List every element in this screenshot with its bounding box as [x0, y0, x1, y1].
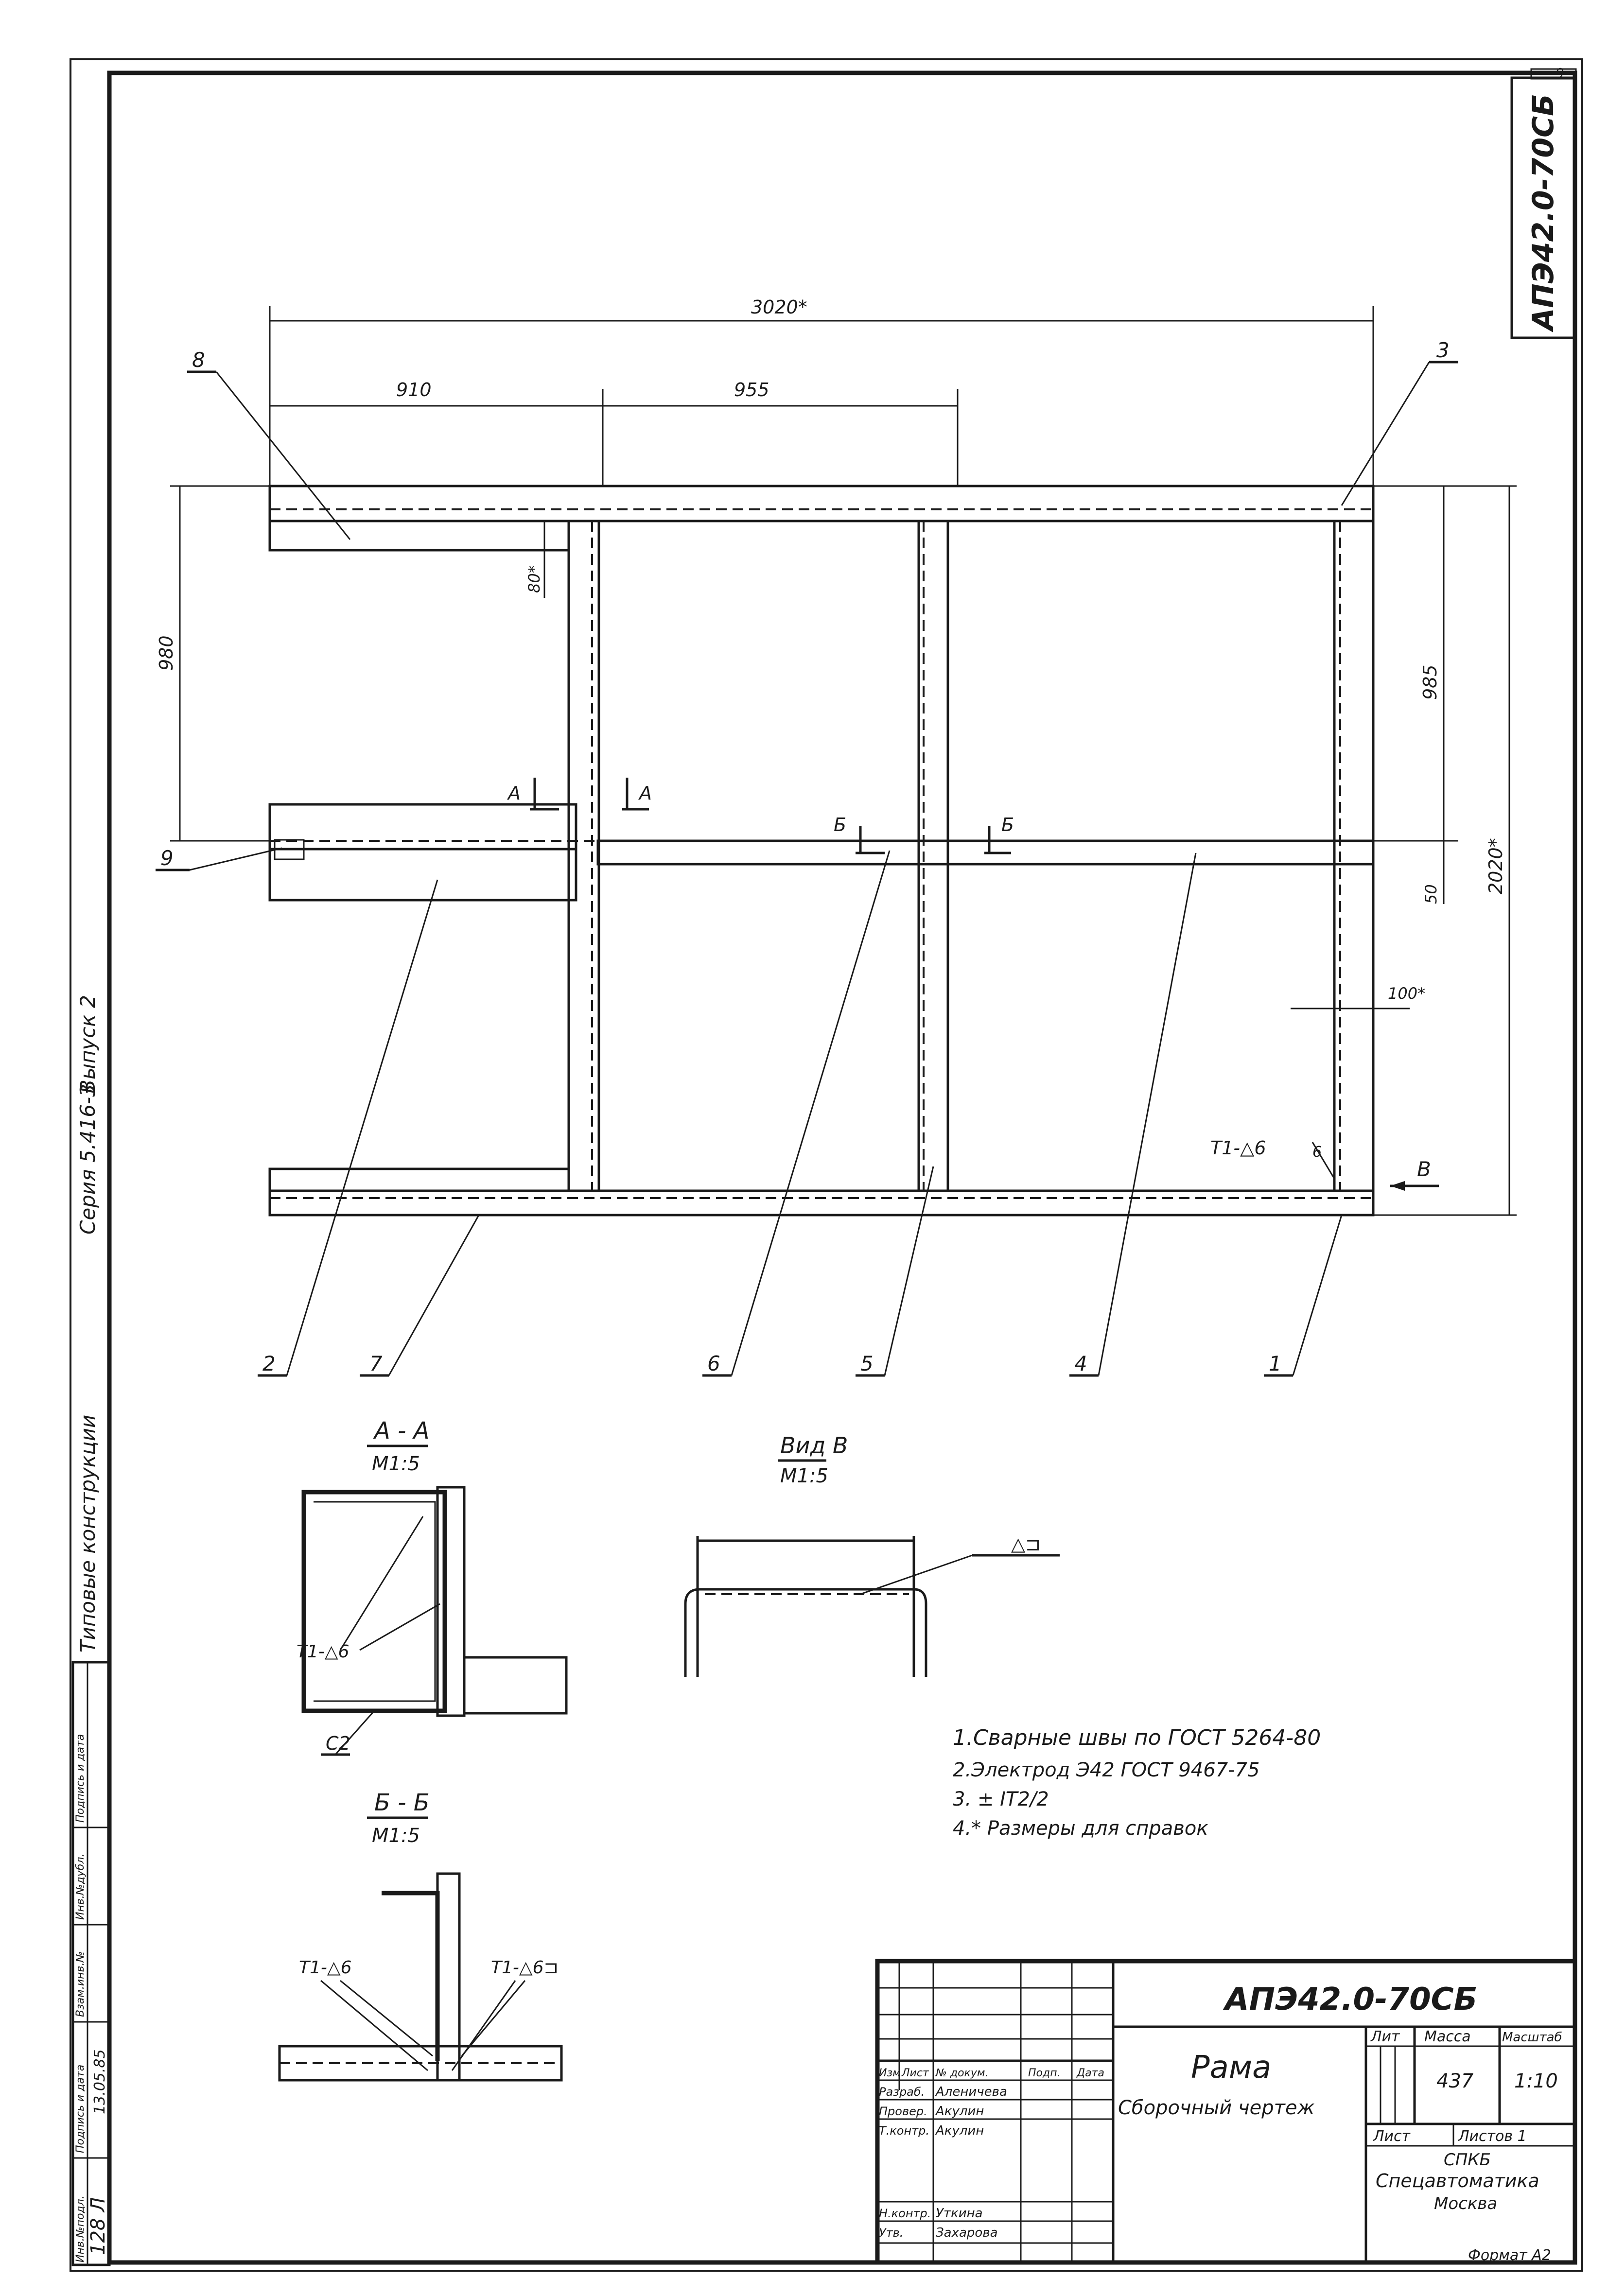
sheet-frame: 9 АПЭ42.0-70СБ [70, 58, 1583, 2272]
stamp-date: 13.05.85 [91, 2049, 108, 2114]
dim-100: 100* [1388, 984, 1425, 1003]
tb-sheets-label: Листов 1 [1458, 2128, 1527, 2145]
dim-50: 50 [1422, 884, 1440, 904]
tb-org-3: Москва [1434, 2194, 1497, 2213]
cut-b-right: Б [1001, 814, 1014, 835]
section-b-b: Б - Б М1:5 Т1-△6 Т1-△6⊐ [278, 1789, 563, 2082]
tb-doc-code: АПЭ42.0-70СБ [1223, 1982, 1477, 2018]
cut-a-left: А [507, 783, 521, 804]
dimensions: 3020* 910 955 980 985 2020* 80* 50 100* [156, 296, 1517, 1216]
view-arrow-label: В [1417, 1157, 1431, 1181]
pos-5: 5 [860, 1352, 874, 1375]
dim-80: 80* [525, 565, 543, 593]
position-callouts: 8 3 9 2 7 6 5 4 1 [156, 338, 1458, 1377]
stamp-header-1: Инв.№подл. [74, 2195, 87, 2262]
aa-scale: М1:5 [372, 1453, 420, 1475]
tb-col-doc: № докум. [935, 2067, 988, 2079]
side-labels: Типовые конструкции Серия 5.416-3 Выпуск… [76, 995, 100, 1652]
note-3: 3. ± IТ2/2 [953, 1788, 1049, 1810]
bb-scale: М1:5 [372, 1825, 420, 1847]
cut-a-right: А [638, 783, 652, 804]
pos-6: 6 [707, 1352, 720, 1375]
tb-org-1: СПКБ [1444, 2150, 1491, 2170]
tb-person-4: Уткина [936, 2206, 983, 2221]
weld-num-main: 6 [1312, 1144, 1322, 1161]
title-block: Изм Лист № докум. Подп. Дата Разраб. Але… [875, 1959, 1577, 2265]
technical-notes: 1.Сварные швы по ГОСТ 5264-80 2.Электрод… [953, 1725, 1321, 1840]
pos-3: 3 [1436, 338, 1450, 362]
tb-person-2: Акулин [935, 2104, 984, 2119]
dim-seg-left: 910 [396, 379, 432, 400]
tb-person-5: Захарова [936, 2226, 998, 2240]
tb-role-2: Провер. [879, 2105, 927, 2118]
aa-c2: С2 [326, 1733, 350, 1754]
bb-weld-right: Т1-△6⊐ [491, 1958, 559, 1978]
pos-2: 2 [262, 1352, 276, 1375]
tb-mass-label: Масса [1424, 2028, 1471, 2045]
vid-scale: М1:5 [780, 1465, 828, 1487]
pos-9: 9 [160, 846, 174, 870]
pos-7: 7 [369, 1352, 383, 1375]
view-v: Вид В М1:5 △⊐ [684, 1432, 1060, 1677]
dim-total-height: 2020* [1485, 838, 1506, 894]
section-a-a: А - А М1:5 Т1-△6 С2 [297, 1417, 568, 1756]
note-4: 4.* Размеры для справок [953, 1817, 1208, 1840]
stamp-header-4: Инв.№дубл. [74, 1853, 87, 1920]
side-issue: Выпуск 2 [76, 995, 100, 1094]
dim-right-height: 985 [1419, 664, 1441, 700]
dim-seg-mid: 955 [734, 379, 769, 400]
tb-format: Формат А2 [1468, 2247, 1551, 2264]
tb-scale: 1:10 [1514, 2070, 1558, 2092]
note-1: 1.Сварные швы по ГОСТ 5264-80 [953, 1725, 1321, 1750]
tb-sheet-label: Лист [1373, 2128, 1411, 2145]
tb-name: Рама [1191, 2050, 1271, 2086]
corner-doc-code: АПЭ42.0-70СБ [1526, 94, 1560, 332]
weld-label-main: Т1-△6 [1210, 1137, 1266, 1159]
cut-b-left: Б [834, 814, 846, 835]
aa-title: А - А [373, 1417, 430, 1444]
bb-weld-left: Т1-△6 [299, 1958, 351, 1978]
tb-mass: 437 [1436, 2070, 1474, 2092]
tb-role-1: Разраб. [879, 2085, 925, 2099]
note-2: 2.Электрод Э42 ГОСТ 9467-75 [953, 1759, 1259, 1781]
stamp-header-3: Взам.инв.№ [74, 1951, 87, 2017]
vid-title: Вид В [780, 1432, 848, 1459]
stamp-header-2: Подпись и дата [74, 2065, 87, 2153]
left-stamp: Инв.№подл. Подпись и дата Взам.инв.№ Инв… [71, 1661, 111, 2266]
tb-person-1: Аленичева [935, 2085, 1007, 2099]
tb-col-list: Лист [901, 2067, 929, 2079]
pos-1: 1 [1269, 1352, 1282, 1375]
side-series: Серия 5.416-3 [76, 1084, 100, 1235]
tb-role-4: Н.контр. [879, 2207, 931, 2220]
side-title: Типовые конструкции [76, 1415, 100, 1652]
tb-col-izm: Изм [879, 2067, 901, 2079]
tb-role-3: Т.контр. [879, 2124, 929, 2138]
aa-weld-label: Т1-△6 [297, 1642, 349, 1662]
pos-8: 8 [192, 348, 205, 372]
tb-role-5: Утв. [879, 2226, 903, 2240]
tb-org-2: Спецавтоматика [1376, 2170, 1539, 2192]
pos-4: 4 [1074, 1352, 1087, 1375]
vid-weld: △⊐ [1011, 1533, 1041, 1555]
tb-person-3: Акулин [935, 2123, 984, 2138]
stamp-header-5: Подпись и дата [74, 1734, 87, 1823]
bb-title: Б - Б [374, 1789, 430, 1816]
stamp-inv-no: 128 Л [87, 2197, 109, 2255]
frame-plan-view: Т1-△6 6 В А А Б Б [268, 485, 1439, 1217]
dim-left-height: 980 [156, 635, 177, 671]
tb-subtitle: Сборочный чертеж [1118, 2097, 1315, 2119]
tb-col-sign: Подп. [1028, 2067, 1061, 2079]
dim-total-width: 3020* [751, 296, 807, 318]
tb-col-date: Дата [1076, 2067, 1104, 2079]
tb-lit-label: Лит [1370, 2028, 1400, 2045]
tb-scale-label: Масштаб [1502, 2030, 1562, 2045]
